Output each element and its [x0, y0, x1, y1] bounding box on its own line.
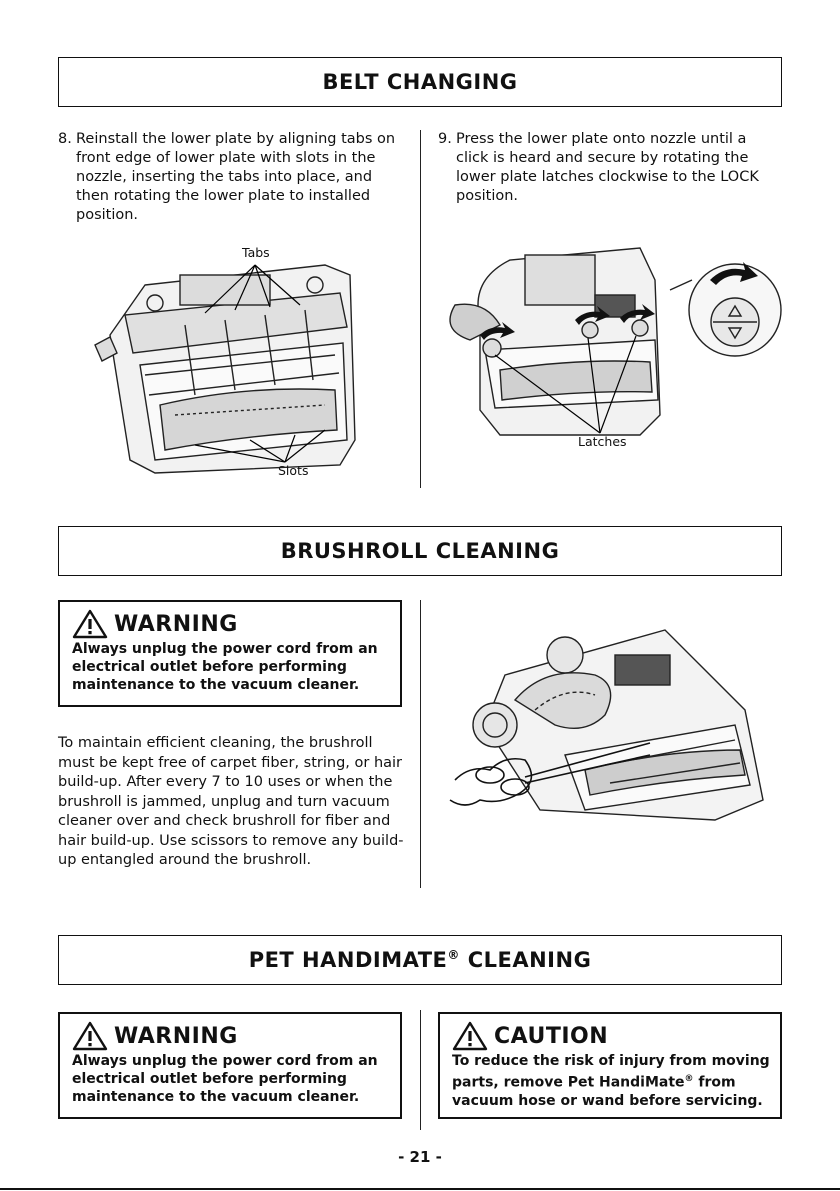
warning-title: WARNING [114, 1023, 238, 1049]
column-divider [420, 130, 421, 488]
lower-plate-figure [85, 255, 385, 480]
scissors-figure [445, 615, 780, 845]
caution-text-start: To reduce the risk of injury from moving… [452, 1053, 770, 1091]
tabs-label: Tabs [242, 245, 270, 260]
latches-label: Latches [578, 434, 627, 449]
warning-heading: WARNING [72, 608, 392, 640]
column-divider [420, 1010, 421, 1130]
column-divider [420, 600, 421, 888]
brushroll-cleaning-header: BRUSHROLL CLEANING [58, 526, 782, 576]
caution-text: To reduce the risk of injury from moving… [452, 1052, 772, 1110]
page-number: - 21 - [398, 1148, 442, 1166]
section-title: BELT CHANGING [322, 70, 518, 94]
warning-triangle-icon [72, 609, 108, 639]
step-number: 8. [58, 131, 72, 147]
brushroll-warning-box: WARNING Always unplug the power cord fro… [58, 600, 402, 707]
caution-title: CAUTION [494, 1023, 609, 1049]
section-title-suffix: CLEANING [459, 948, 592, 972]
step-number: 9. [438, 131, 452, 147]
section-title-main: PET HANDIMATE [248, 948, 448, 972]
slots-label: Slots [278, 463, 309, 478]
section-title: BRUSHROLL CLEANING [280, 539, 560, 563]
step-9: 9. Press the lower plate onto nozzle unt… [438, 130, 783, 206]
section-title: PET HANDIMATE® CLEANING [249, 948, 592, 972]
registered-mark: ® [447, 948, 460, 962]
registered-mark: ® [684, 1074, 694, 1084]
warning-text: Always unplug the power cord from an ele… [72, 1053, 378, 1105]
handimate-cleaning-header: PET HANDIMATE® CLEANING [58, 935, 782, 985]
latches-illustration [449, 247, 782, 436]
handimate-warning-box: WARNING Always unplug the power cord fro… [58, 1012, 402, 1119]
caution-text-end: from vacuum hose or wand before servicin… [452, 1074, 763, 1109]
latches-figure [440, 240, 785, 445]
warning-heading: WARNING [72, 1020, 392, 1052]
warning-text: Always unplug the power cord from an ele… [72, 641, 378, 693]
step-8: 8. Reinstall the lower plate by aligning… [58, 130, 408, 225]
warning-title: WARNING [114, 611, 238, 637]
lower-plate-illustration [94, 264, 356, 474]
step-text: Press the lower plate onto nozzle until … [456, 131, 759, 204]
warning-triangle-icon [72, 1021, 108, 1051]
belt-changing-header: BELT CHANGING [58, 57, 782, 107]
caution-heading: CAUTION [452, 1020, 772, 1052]
scissors-brushroll-illustration [449, 629, 764, 821]
bottom-rule [0, 1188, 840, 1190]
warning-triangle-icon [452, 1021, 488, 1051]
handimate-caution-box: CAUTION To reduce the risk of injury fro… [438, 1012, 782, 1119]
step-text: Reinstall the lower plate by aligning ta… [76, 131, 396, 223]
brushroll-paragraph: To maintain efficient cleaning, the brus… [58, 735, 404, 868]
